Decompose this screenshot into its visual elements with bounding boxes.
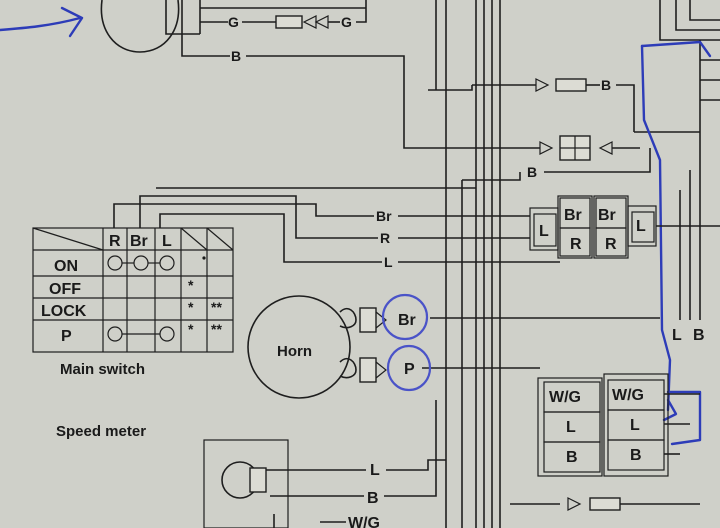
switch-mark-3: **	[211, 299, 222, 315]
horn-wire-label-br: Br	[398, 312, 416, 329]
main-switch-table: R Br L ON OFF LOCK P * * ** * **	[32, 227, 234, 353]
wire-label-g-2: G	[341, 14, 352, 30]
top-component	[100, 0, 200, 53]
wg-connector-block: W/G L B W/G L B	[537, 373, 700, 477]
wg-left-label-wg: W/G	[549, 389, 581, 406]
conn-cell-br-2: Br	[598, 207, 616, 224]
wg-left-label-l: L	[566, 419, 576, 436]
switch-mark-2: *	[188, 299, 194, 315]
switch-row-on: ON	[54, 258, 78, 275]
speed-wire-label-l: L	[370, 462, 380, 479]
conn-cell-r-2: R	[605, 236, 617, 253]
switch-mark-1: *	[188, 277, 194, 293]
switch-header-br: Br	[130, 233, 148, 250]
vertical-bus: B	[428, 0, 651, 528]
wg-right-label-l: L	[630, 417, 640, 434]
switch-header-r: R	[109, 233, 121, 250]
switch-mark-4: *	[188, 321, 194, 337]
speed-meter-wiring: L B W/G	[203, 400, 700, 528]
wire-label-g-1: G	[228, 14, 239, 30]
pen-arrow-icon	[0, 6, 84, 38]
wire-label-r: R	[380, 230, 390, 246]
wire-label-b-3: B	[527, 164, 537, 180]
wire-label-l-edge: L	[672, 327, 682, 344]
conn-cell-l-left: L	[539, 223, 549, 240]
horn-label: Horn	[277, 343, 312, 360]
switch-mark-5: **	[211, 321, 222, 337]
conn-cell-br-1: Br	[564, 207, 582, 224]
conn-cell-r-1: R	[570, 236, 582, 253]
wire-label-b-2: B	[601, 77, 611, 93]
g-wire-top: G G	[199, 0, 367, 34]
switch-row-off: OFF	[49, 281, 81, 298]
wg-right-label-b: B	[630, 447, 642, 464]
wg-left-label-b: B	[566, 449, 578, 466]
horn: Horn Br P	[247, 293, 660, 399]
horn-wire-label-p: P	[404, 361, 415, 378]
b-wire-top: B	[181, 34, 540, 149]
right-top-connectors: B	[472, 77, 700, 161]
conn-cell-l-right: L	[636, 218, 646, 235]
wire-label-l: L	[384, 254, 393, 270]
speed-wire-label-wg: W/G	[348, 515, 380, 528]
speed-meter-caption: Speed meter	[56, 423, 146, 440]
right-edge-wires: L B	[659, 0, 720, 344]
right-connector-block: L Br Br L R R	[529, 195, 720, 259]
main-switch-caption: Main switch	[60, 361, 145, 378]
wire-label-b-1: B	[231, 48, 241, 64]
wire-label-b-edge: B	[693, 327, 705, 344]
switch-row-lock: LOCK	[41, 303, 87, 320]
wire-label-br: Br	[376, 208, 392, 224]
switch-row-p: P	[61, 328, 72, 345]
main-switch-wires: Br R L	[113, 187, 560, 270]
switch-header-l: L	[162, 233, 172, 250]
wg-right-label-wg: W/G	[612, 387, 644, 404]
speed-wire-label-b: B	[367, 490, 379, 507]
